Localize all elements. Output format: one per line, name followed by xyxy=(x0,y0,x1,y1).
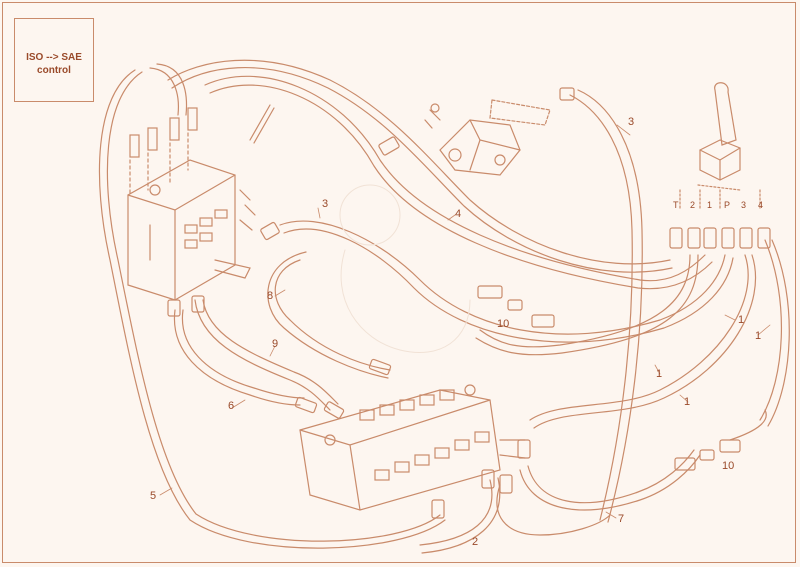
port-label-3: 3 xyxy=(741,200,747,210)
port-label-p: P xyxy=(724,200,731,210)
hose-2 xyxy=(419,477,611,554)
hose-3-left xyxy=(279,220,734,343)
port-label-1: 1 xyxy=(707,200,713,210)
joystick-fittings xyxy=(669,227,771,249)
callout-hose-3-right: 3 xyxy=(628,116,635,128)
callout-hose-5: 5 xyxy=(150,490,157,502)
port-label-4: 4 xyxy=(758,200,764,210)
hose-4 xyxy=(204,75,713,290)
callout-fitting-10-left: 10 xyxy=(497,318,510,330)
callout-leaders xyxy=(159,124,771,546)
iso-sae-control-box: ISO --> SAE control xyxy=(14,18,94,102)
callout-hose-1c: 1 xyxy=(656,368,663,380)
callout-hose-1d: 1 xyxy=(684,396,691,408)
control-box-line1: ISO --> SAE xyxy=(26,52,82,63)
fittings-10 xyxy=(477,285,741,471)
hose-9 xyxy=(194,299,339,411)
callout-hose-3-left: 3 xyxy=(322,198,329,210)
pump xyxy=(424,99,551,176)
joystick xyxy=(679,82,761,211)
hose-end-fittings xyxy=(167,87,575,519)
control-box-line2: control xyxy=(37,65,71,76)
control-box-label: ISO --> SAE control xyxy=(15,51,93,77)
port-label-2: 2 xyxy=(690,200,696,210)
main-valve-block xyxy=(127,104,275,301)
hose-8 xyxy=(267,251,391,379)
callout-hose-6: 6 xyxy=(228,400,235,412)
callout-hose-7: 7 xyxy=(618,513,625,525)
valve-bank xyxy=(299,384,526,511)
callout-hose-9: 9 xyxy=(272,338,279,350)
callout-fitting-10-right: 10 xyxy=(722,460,735,472)
watermark-figure xyxy=(339,184,471,354)
hose-1-group xyxy=(475,239,790,429)
hose-5 xyxy=(98,69,446,549)
hose-3-right xyxy=(569,89,643,523)
callout-hose-4: 4 xyxy=(455,208,462,220)
port-label-t: T xyxy=(673,200,679,210)
callout-hose-8: 8 xyxy=(267,290,274,302)
hose-7 xyxy=(519,409,767,511)
hose-6 xyxy=(173,309,305,406)
hose-top-left xyxy=(149,59,673,273)
callout-hose-2: 2 xyxy=(472,536,479,548)
callout-hose-1b: 1 xyxy=(755,330,762,342)
callout-hose-1a: 1 xyxy=(738,314,745,326)
